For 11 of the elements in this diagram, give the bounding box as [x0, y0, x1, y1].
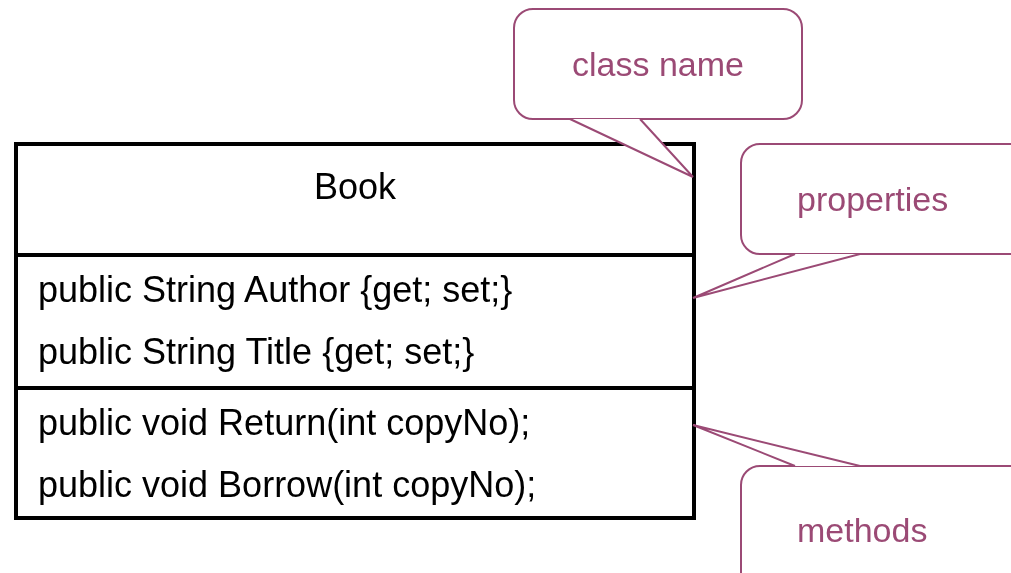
- class-name: Book: [313, 165, 397, 209]
- callout-pointer: [692, 424, 861, 467]
- callout-pointer: [569, 118, 694, 178]
- callout-text: properties: [797, 179, 949, 219]
- method-line: public void Borrow(int copyNo);: [38, 463, 537, 507]
- property-line: public String Author {get; set;}: [38, 268, 513, 312]
- callout-text: class name: [572, 44, 744, 84]
- method-line: public void Return(int copyNo);: [38, 401, 531, 445]
- callout-pointer: [692, 253, 861, 299]
- property-line: public String Title {get; set;}: [38, 330, 475, 374]
- callout-text: methods: [797, 510, 928, 550]
